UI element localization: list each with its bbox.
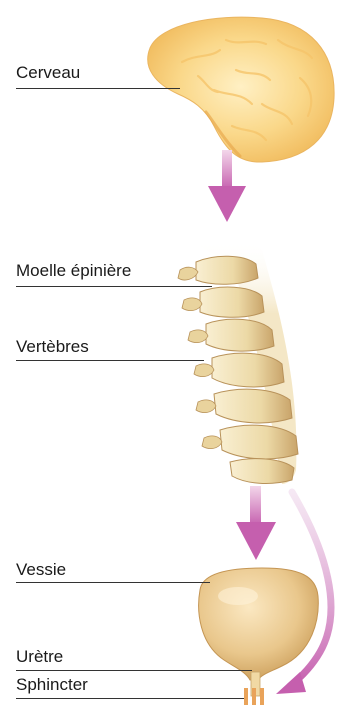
signal-arrow-cord-to-bladder [236, 486, 276, 560]
vertebra [230, 459, 294, 484]
vertebrae-stack [178, 256, 298, 483]
signal-arrow-brain-to-cord [208, 150, 246, 222]
label-spinal-cord: Moelle épinière [16, 262, 131, 279]
vertebra [196, 389, 292, 423]
leader-line-bladder [16, 582, 210, 583]
label-brain: Cerveau [16, 64, 80, 81]
leader-line-brain [16, 88, 180, 89]
vertebra [194, 353, 284, 387]
leader-line-vertebrae [16, 360, 204, 361]
vertebra [202, 425, 298, 459]
vertebra [182, 287, 264, 317]
label-vertebrae: Vertèbres [16, 338, 89, 355]
leader-line-urethra [16, 670, 252, 671]
vertebra [178, 256, 258, 284]
bladder-illustration [199, 568, 319, 680]
leader-line-sphincter [16, 698, 244, 699]
label-bladder: Vessie [16, 561, 66, 578]
label-sphincter: Sphincter [16, 676, 88, 693]
vertebra [188, 319, 274, 351]
sphincter-illustration [244, 688, 264, 705]
brain-illustration [148, 17, 334, 162]
label-urethra: Urètre [16, 648, 63, 665]
leader-line-spinal-cord [16, 286, 212, 287]
